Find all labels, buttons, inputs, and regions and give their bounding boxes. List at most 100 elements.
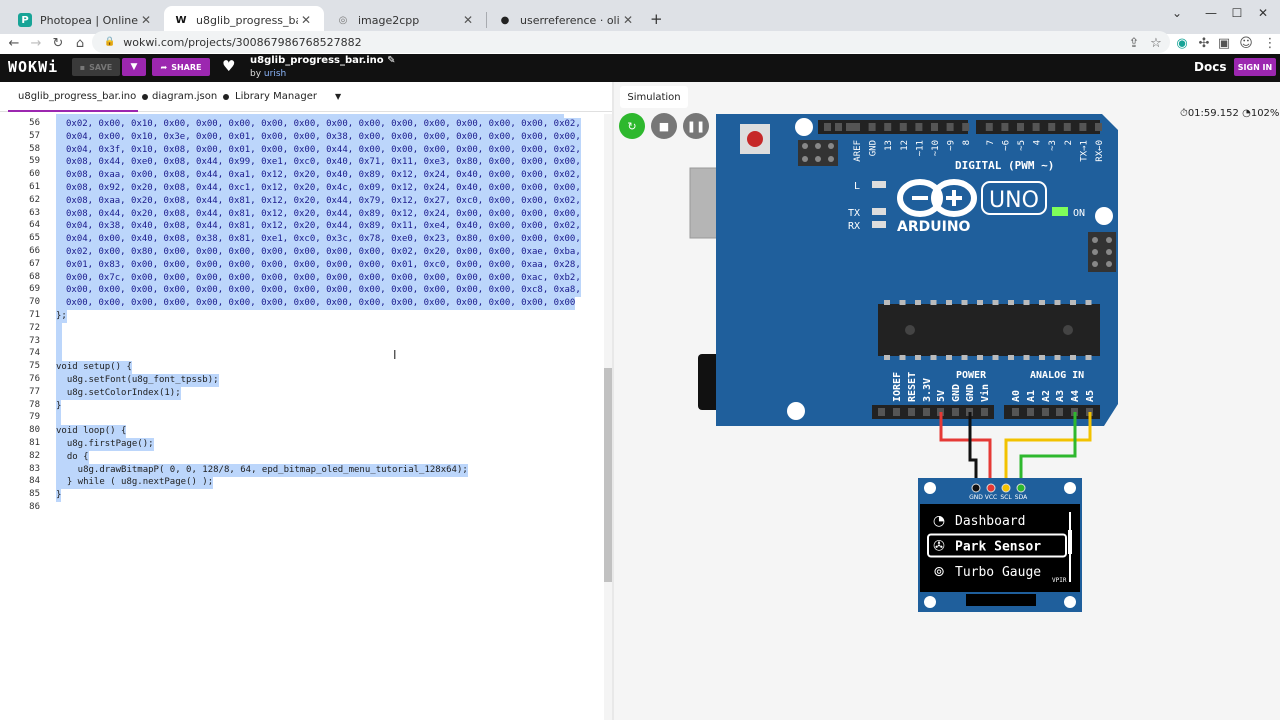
chip-pin <box>1023 300 1030 305</box>
digital-pin[interactable] <box>915 123 923 131</box>
tab-sketch-file[interactable]: u8glib_progress_bar.ino <box>18 91 149 102</box>
chip-dot <box>905 325 915 335</box>
digital-pin[interactable] <box>962 123 970 131</box>
code-line: 0x04, 0x38, 0x40, 0x08, 0x44, 0x81, 0x12… <box>56 220 581 234</box>
line-number: 63 <box>29 207 40 218</box>
sign-in-button[interactable]: SIGN IN <box>1234 58 1276 76</box>
wire-gnd[interactable] <box>968 412 978 488</box>
oled-pin[interactable] <box>986 483 996 493</box>
browser-tab-wokwi[interactable]: W u8glib_progress_bar.ino - Wokw ✕ <box>164 6 324 34</box>
star-icon[interactable]: ☆ <box>1150 35 1162 51</box>
digital-pin[interactable] <box>1063 123 1071 131</box>
project-title[interactable]: u8glib_progress_bar.ino ✎ <box>250 55 396 66</box>
l-led-label: L <box>854 181 860 192</box>
browser-tab-github[interactable]: ● userreference · olikraus/u8glib W ✕ <box>488 6 646 34</box>
sidebar-icon[interactable]: ▣ <box>1217 35 1231 51</box>
save-options-button[interactable]: ▼ <box>122 58 146 76</box>
docs-link[interactable]: Docs <box>1194 60 1227 74</box>
on-label: ON <box>1073 208 1085 219</box>
digital-pin[interactable] <box>1095 123 1102 131</box>
caret-down-icon[interactable]: ▼ <box>334 92 342 101</box>
wokwi-logo[interactable]: WOKWi <box>8 58 59 76</box>
pause-button[interactable]: ❚❚ <box>683 113 709 139</box>
share-button[interactable]: ➦SHARE <box>152 58 210 76</box>
chip-pin <box>977 355 983 360</box>
pane-divider[interactable] <box>612 82 614 720</box>
chip-pin <box>1008 300 1014 305</box>
analog-pin[interactable] <box>1042 408 1049 416</box>
analog-pin[interactable] <box>1056 408 1063 416</box>
oled-pin[interactable] <box>971 483 981 493</box>
chip-pin <box>915 300 921 305</box>
forward-icon[interactable]: → <box>30 35 42 51</box>
restart-button[interactable]: ↻ <box>619 113 645 139</box>
analog-pin[interactable] <box>1012 408 1019 416</box>
code-line: void setup() { <box>56 361 132 375</box>
tab-simulation[interactable]: Simulation <box>620 86 688 108</box>
wire-sda[interactable] <box>1019 412 1077 488</box>
stop-button[interactable]: ■ <box>651 113 677 139</box>
heart-icon[interactable]: ♥ <box>222 57 236 75</box>
share-page-icon[interactable]: ⇪ <box>1128 35 1140 51</box>
menu-kebab-icon[interactable]: ⋮ <box>1263 35 1277 51</box>
close-icon[interactable]: ✕ <box>140 13 152 27</box>
analog-pin[interactable] <box>1027 408 1034 416</box>
reset-button-cap[interactable] <box>747 131 763 147</box>
digital-pin[interactable] <box>1048 123 1056 131</box>
digital-pin[interactable] <box>899 123 907 131</box>
wire-vcc[interactable] <box>939 412 992 488</box>
close-window-button[interactable]: ✕ <box>1257 6 1269 20</box>
browser-tab-photopea[interactable]: P Photopea | Online Photo Editor ✕ <box>8 6 164 34</box>
code-line <box>56 335 62 349</box>
digital-pin-label: AREF <box>853 140 863 162</box>
power-pin[interactable] <box>952 408 959 416</box>
wire-scl[interactable] <box>1004 412 1092 488</box>
close-icon[interactable]: ✕ <box>622 13 634 27</box>
line-number: 56 <box>29 118 40 128</box>
pencil-icon[interactable]: ✎ <box>387 55 396 66</box>
code-line: 0x02, 0x00, 0x10, 0x00, 0x00, 0x00, 0x00… <box>56 118 581 131</box>
editor-scrollbar-thumb[interactable] <box>604 368 612 582</box>
arduino-brand: ARDUINO <box>897 219 971 235</box>
oled-pin[interactable] <box>1001 483 1011 493</box>
oled-pin[interactable] <box>1016 483 1026 493</box>
minimize-button[interactable]: — <box>1205 6 1217 20</box>
extension-icon[interactable]: ◉ <box>1176 35 1188 51</box>
digital-pin[interactable] <box>931 123 938 131</box>
new-tab-button[interactable]: + <box>650 10 663 28</box>
digital-pin[interactable] <box>853 123 860 131</box>
code-line <box>56 322 62 336</box>
save-button[interactable]: ▪SAVE <box>72 58 120 76</box>
power-pin[interactable] <box>908 408 915 416</box>
puzzle-icon[interactable]: ✣ <box>1198 35 1210 51</box>
avatar[interactable]: ☺ <box>1239 35 1253 51</box>
reload-icon[interactable]: ↻ <box>52 35 64 51</box>
timer-value: 01:59.152 <box>1187 108 1239 119</box>
digital-pin[interactable] <box>1017 123 1024 131</box>
digital-pin[interactable] <box>868 123 876 131</box>
digital-pin[interactable] <box>1001 123 1009 131</box>
home-icon[interactable]: ⌂ <box>75 35 85 51</box>
chevron-down-icon[interactable]: ⌄ <box>1171 6 1183 20</box>
digital-pin[interactable] <box>1079 123 1087 131</box>
power-pin[interactable] <box>981 408 988 416</box>
digital-pin[interactable] <box>1032 123 1040 131</box>
back-icon[interactable]: ← <box>8 35 20 51</box>
close-icon[interactable]: ✕ <box>462 13 474 27</box>
close-icon[interactable]: ✕ <box>300 13 312 27</box>
chip-pin <box>946 355 952 360</box>
tab-diagram-json[interactable]: diagram.json <box>152 91 230 102</box>
browser-tab-image2cpp[interactable]: ◎ image2cpp ✕ <box>326 6 486 34</box>
digital-pin[interactable] <box>884 123 892 131</box>
maximize-button[interactable]: ☐ <box>1231 6 1243 20</box>
digital-pin[interactable] <box>985 123 993 131</box>
author-link[interactable]: urish <box>263 69 287 79</box>
code-line: 0x08, 0xaa, 0x00, 0x08, 0x44, 0xa1, 0x12… <box>56 169 581 183</box>
power-pin[interactable] <box>923 408 930 416</box>
power-pin[interactable] <box>893 408 900 416</box>
code-editor[interactable]: 56 0x02, 0x00, 0x10, 0x00, 0x00, 0x00, 0x… <box>0 114 604 720</box>
address-bar[interactable]: 🔒 wokwi.com/projects/300867986768527882 <box>92 31 1170 53</box>
tab-library-manager[interactable]: Library Manager▼ <box>235 91 341 102</box>
digital-pin[interactable] <box>946 123 954 131</box>
